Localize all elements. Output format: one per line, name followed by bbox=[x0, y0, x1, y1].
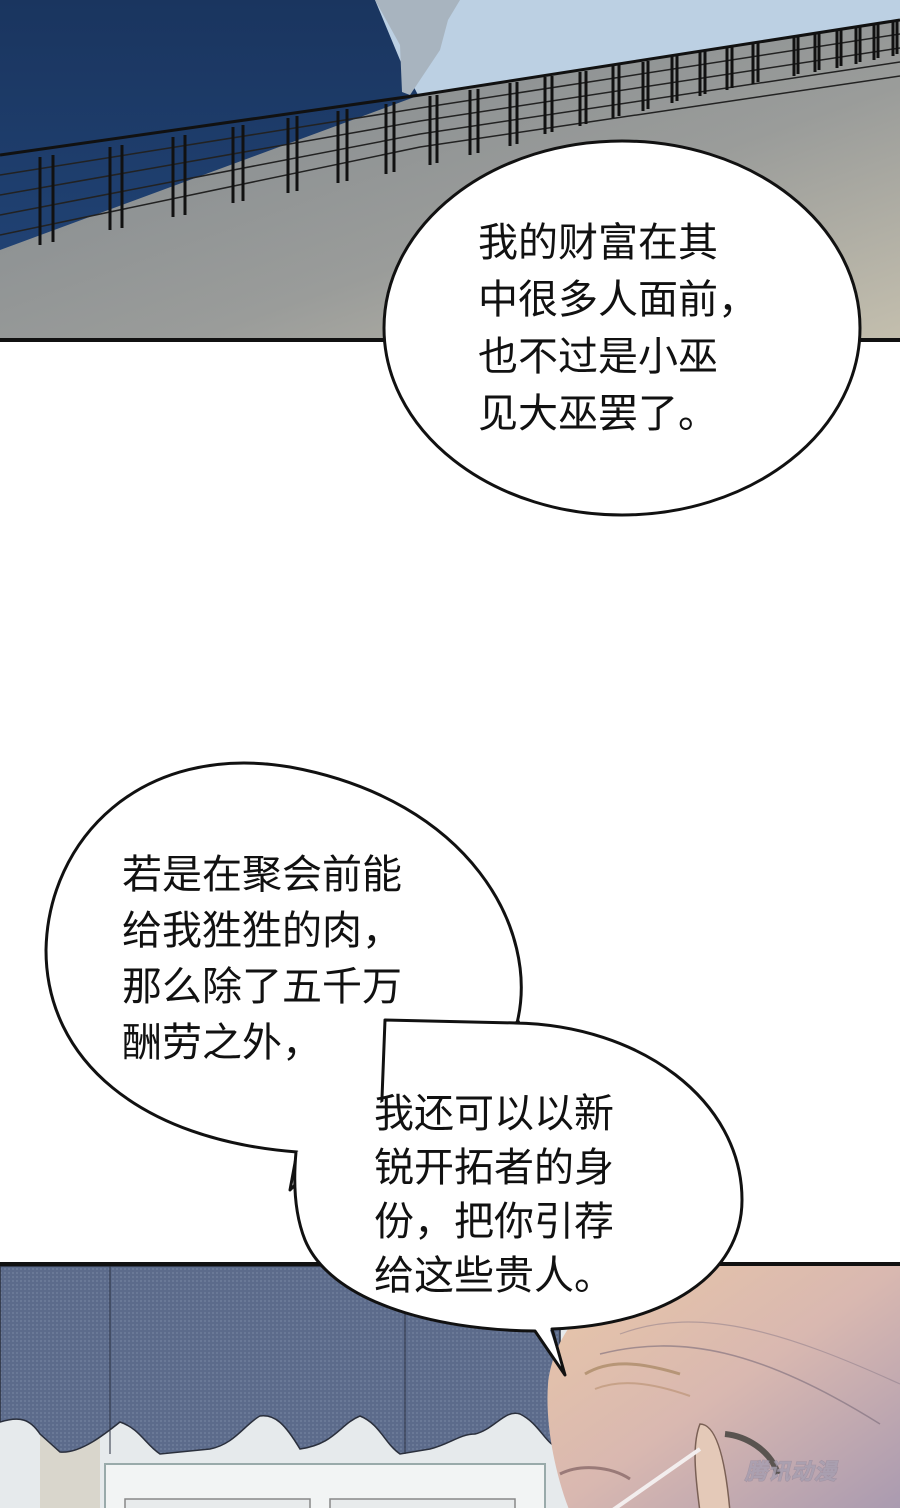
speech-bubble-2-text: 若是在聚会前能 给我狌狌的肉， 那么除了五千万 酬劳之外， bbox=[122, 852, 402, 1066]
publisher-watermark: 腾讯动漫 bbox=[744, 1460, 838, 1486]
ship-deck-illustration bbox=[0, 0, 900, 338]
speech-bubble-3-text: 我还可以以新 锐开拓者的身 份，把你引荐 给这些贵人。 bbox=[374, 1091, 614, 1299]
speech-bubble-1-text: 我的财富在其 中很多人面前， 也不过是小巫 见大巫罢了。 bbox=[478, 220, 758, 437]
panel-ship-deck bbox=[0, 0, 900, 342]
